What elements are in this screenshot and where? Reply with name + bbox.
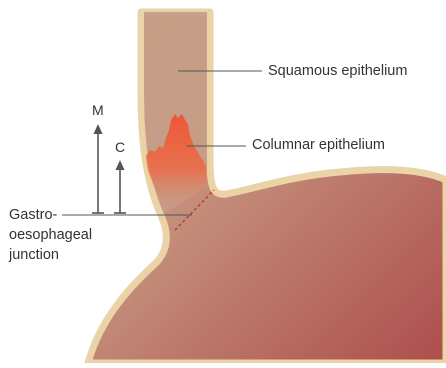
c-arrow-head	[116, 160, 125, 170]
squamous-epithelium-label: Squamous epithelium	[268, 62, 407, 80]
m-marker-label: M	[92, 102, 104, 118]
gej-label-line-2: oesophageal	[9, 226, 92, 244]
gej-label-line-1: Gastro-	[9, 206, 57, 224]
columnar-epithelium-label: Columnar epithelium	[252, 136, 385, 154]
c-marker-label: C	[115, 139, 125, 155]
m-arrow-head	[94, 124, 103, 134]
gej-label-line-3: junction	[9, 246, 59, 264]
